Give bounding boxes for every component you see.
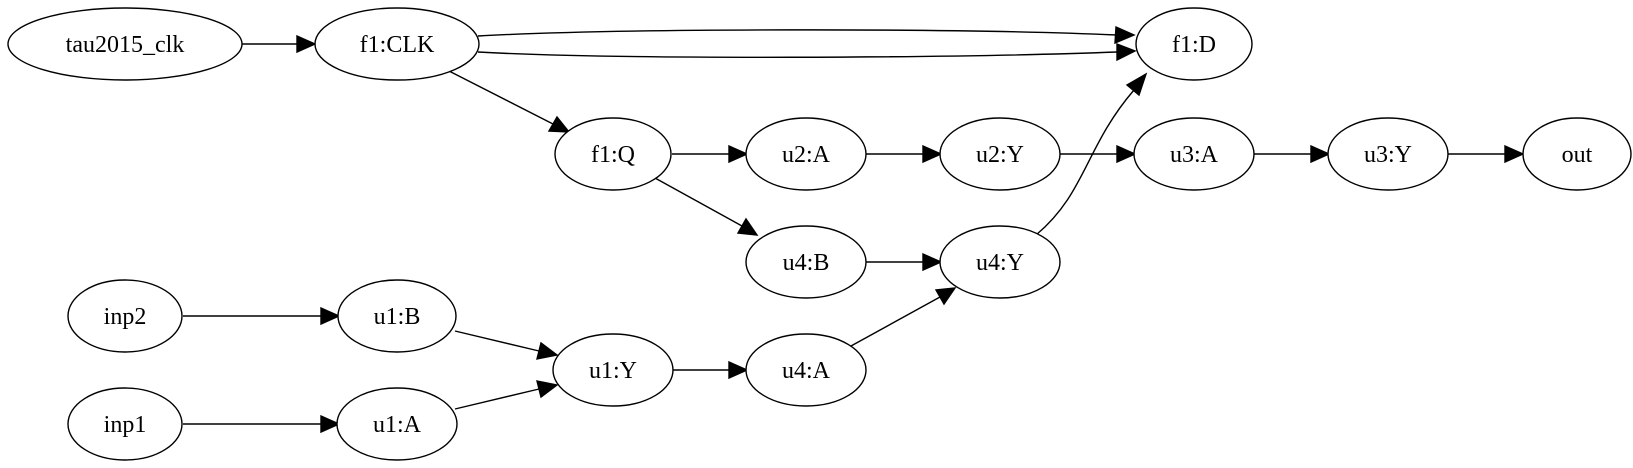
node-label: inp1 [104, 412, 147, 438]
node-tau2015_clk[interactable]: tau2015_clk [7, 7, 243, 81]
node-shape [1135, 7, 1253, 81]
node-u4_B[interactable]: u4:B [745, 225, 867, 299]
edge-tau2015_clk-to-f1_CLK [242, 34, 317, 54]
node-inp1[interactable]: inp1 [67, 387, 183, 461]
edge-u4_A-to-u4_Y [850, 287, 957, 347]
node-shape [7, 7, 243, 81]
edges-layer [183, 25, 1525, 434]
node-shape [939, 117, 1061, 191]
node-label: f1:CLK [360, 32, 435, 58]
node-u3_Y[interactable]: u3:Y [1327, 117, 1449, 191]
node-f1_CLK[interactable]: f1:CLK [314, 7, 480, 81]
edge-inp2-to-u1_B [183, 306, 341, 326]
edge-u4_Y-to-f1_D [1035, 72, 1148, 236]
node-label: u1:A [373, 412, 422, 438]
edge-f1_Q-to-u4_B [654, 177, 759, 236]
node-inp2[interactable]: inp2 [67, 279, 183, 353]
node-label: f1:Q [591, 142, 635, 168]
node-shape [552, 333, 674, 407]
edge-f1_CLK-to-f1_D-upper [477, 25, 1136, 45]
node-label: u1:Y [589, 358, 637, 384]
edge-u2_Y-to-u3_A [1060, 144, 1137, 164]
node-shape [1327, 117, 1449, 191]
node-label: u4:B [783, 250, 830, 276]
edge-u1_Y-to-u4_A [672, 360, 749, 380]
node-f1_Q[interactable]: f1:Q [554, 117, 672, 191]
node-u2_Y[interactable]: u2:Y [939, 117, 1061, 191]
node-shape [336, 387, 458, 461]
edge-inp1-to-u1_A [183, 414, 341, 434]
node-label: out [1562, 142, 1593, 168]
node-label: inp2 [104, 304, 147, 330]
node-shape [67, 279, 183, 353]
edge-u1_A-to-u1_Y [454, 380, 559, 410]
node-label: u3:Y [1364, 142, 1412, 168]
node-label: u3:A [1170, 142, 1219, 168]
edge-f1_Q-to-u2_A [672, 144, 749, 164]
node-u1_A[interactable]: u1:A [336, 387, 458, 461]
node-shape [67, 387, 183, 461]
edge-u2_A-to-u2_Y [866, 144, 943, 164]
node-label: u4:A [782, 358, 831, 384]
node-shape [337, 279, 457, 353]
edge-u4_B-to-u4_Y [866, 252, 943, 272]
node-shape [1133, 117, 1255, 191]
node-u1_B[interactable]: u1:B [337, 279, 457, 353]
node-u4_Y[interactable]: u4:Y [939, 225, 1061, 299]
node-u4_A[interactable]: u4:A [745, 333, 867, 407]
node-shape [745, 117, 867, 191]
node-label: f1:D [1172, 32, 1216, 58]
node-label: u4:Y [976, 250, 1024, 276]
edge-f1_CLK-to-f1_D-lower [477, 42, 1137, 62]
edge-u1_B-to-u1_Y [454, 330, 559, 360]
node-shape [745, 225, 867, 299]
node-label: u2:A [782, 142, 831, 168]
edge-u3_A-to-u3_Y [1254, 144, 1331, 164]
nodes-layer: tau2015_clk f1:CLK f1:D f1:Q u2:A u2:Y u… [7, 7, 1632, 461]
edge-u3_Y-to-out [1448, 144, 1525, 164]
node-shape [1522, 117, 1632, 191]
node-u1_Y[interactable]: u1:Y [552, 333, 674, 407]
node-u3_A[interactable]: u3:A [1133, 117, 1255, 191]
node-label: u1:B [374, 304, 421, 330]
edge-f1_CLK-to-f1_Q [448, 70, 571, 133]
node-shape [745, 333, 867, 407]
node-u2_A[interactable]: u2:A [745, 117, 867, 191]
node-f1_D[interactable]: f1:D [1135, 7, 1253, 81]
node-out[interactable]: out [1522, 117, 1632, 191]
node-shape [939, 225, 1061, 299]
node-label: u2:Y [976, 142, 1024, 168]
node-shape [554, 117, 672, 191]
node-shape [314, 7, 480, 81]
node-label: tau2015_clk [66, 32, 185, 58]
